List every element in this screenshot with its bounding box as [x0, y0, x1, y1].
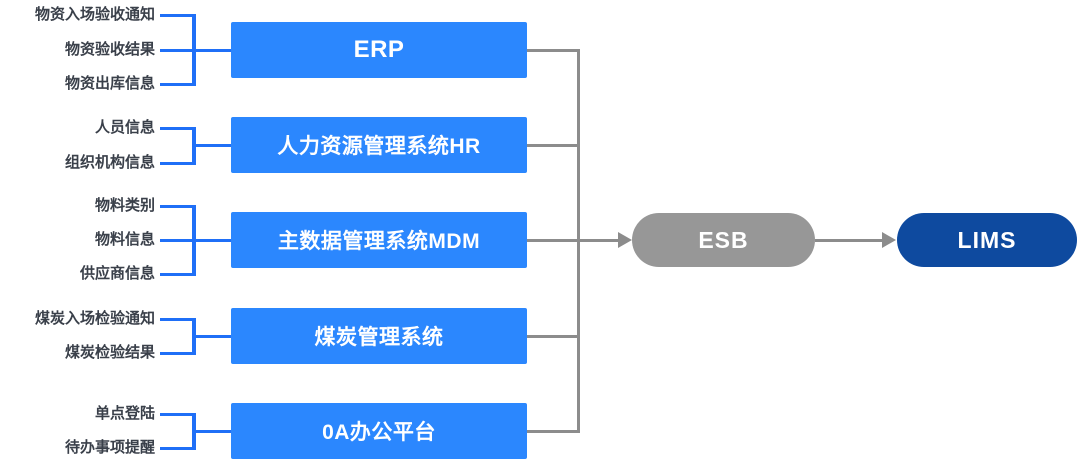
esb-node: ESB — [632, 213, 815, 267]
connector-line — [527, 430, 579, 433]
source-label-mdm-1: 物料类别 — [94, 197, 155, 214]
connector-line — [160, 273, 192, 276]
connector-line — [577, 239, 619, 242]
connector-line — [192, 144, 231, 147]
connector-line — [192, 14, 196, 86]
connector-line — [192, 335, 231, 338]
connector-line — [527, 239, 579, 242]
arrowhead-icon — [882, 232, 896, 248]
connector-line — [160, 127, 192, 130]
system-box-erp: ERP — [231, 22, 527, 78]
connector-line — [160, 413, 192, 416]
connector-line — [527, 335, 579, 338]
system-box-hr: 人力资源管理系统HR — [231, 117, 527, 173]
source-label-oa-1: 单点登陆 — [94, 405, 155, 422]
source-label-coal-1: 煤炭入场检验通知 — [34, 310, 155, 327]
source-label-erp-2: 物资验收结果 — [64, 41, 155, 58]
system-box-coal: 煤炭管理系统 — [231, 308, 527, 364]
connector-line — [160, 318, 192, 321]
source-label-hr-2: 组织机构信息 — [64, 154, 155, 171]
connector-line — [160, 447, 192, 450]
connector-line — [815, 239, 883, 242]
connector-line — [192, 430, 231, 433]
connector-line — [160, 162, 192, 165]
source-label-oa-2: 待办事项提醒 — [64, 439, 155, 456]
source-label-coal-2: 煤炭检验结果 — [64, 344, 155, 361]
source-label-hr-1: 人员信息 — [94, 119, 155, 136]
connector-line — [160, 83, 192, 86]
lims-node: LIMS — [897, 213, 1077, 267]
system-box-oa: 0A办公平台 — [231, 403, 527, 459]
connector-line — [160, 205, 192, 208]
connector-line — [160, 14, 192, 17]
system-box-mdm: 主数据管理系统MDM — [231, 212, 527, 268]
source-label-mdm-3: 供应商信息 — [79, 265, 155, 282]
connector-line — [160, 352, 192, 355]
source-label-erp-1: 物资入场验收通知 — [34, 6, 155, 23]
source-label-mdm-2: 物料信息 — [94, 231, 155, 248]
arrowhead-icon — [618, 232, 632, 248]
connector-line — [192, 205, 196, 276]
source-label-erp-3: 物资出库信息 — [64, 75, 155, 92]
connector-line — [527, 144, 579, 147]
connector-line — [527, 49, 579, 52]
